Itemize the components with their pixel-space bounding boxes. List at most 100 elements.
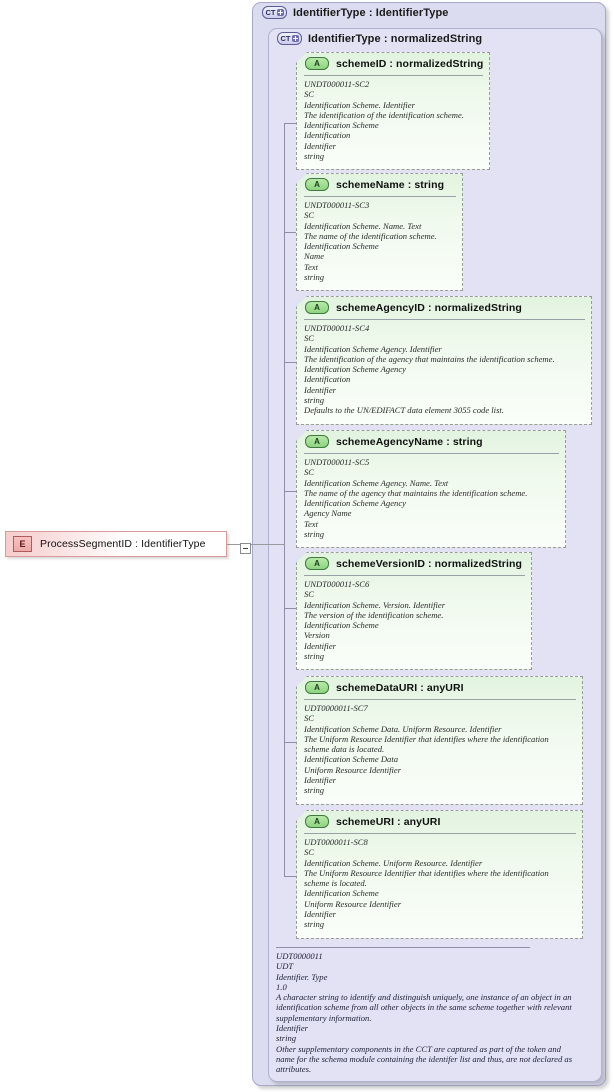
doc-line: Identifier <box>304 909 336 920</box>
attribute-documentation: UNDT000011-SC2 SC Identification Scheme.… <box>297 75 489 165</box>
doc-line: UDT0000011-SC7 <box>304 703 368 713</box>
attribute-name: schemeID : normalizedString <box>336 57 484 70</box>
plus-icon[interactable] <box>291 35 299 42</box>
doc-line: string <box>304 785 325 796</box>
complextype-header-outer[interactable]: CT IdentifierType : IdentifierType <box>262 6 449 19</box>
ct-badge-text: CT <box>265 7 276 17</box>
doc-line: Identification Scheme Agency <box>304 364 406 375</box>
attribute-badge-icon: A <box>305 435 329 448</box>
type-documentation: UDT0000011 UDT Identifier. Type 1.0 A ch… <box>276 951 576 1075</box>
doc-line: Name <box>304 251 325 262</box>
doc-line: string <box>304 651 325 662</box>
attribute-name: schemeURI : anyURI <box>336 815 441 828</box>
divider <box>304 319 585 320</box>
doc-line: Identification Scheme Data. Uniform Reso… <box>304 723 502 734</box>
attribute-box-schemedatauri[interactable]: A schemeDataURI : anyURI UDT0000011-SC7 … <box>296 676 583 805</box>
doc-line: UNDT000011-SC3 <box>304 200 370 210</box>
complextype-outer-label: IdentifierType : IdentifierType <box>293 6 449 19</box>
doc-line: Identification Scheme <box>304 120 379 131</box>
doc-line: Identification <box>304 374 351 385</box>
doc-line: Identification Scheme Agency <box>304 498 406 509</box>
doc-line: A character string to identify and disti… <box>276 992 572 1023</box>
doc-line: Identification Scheme. Uniform Resource.… <box>304 857 483 868</box>
complextype-header-inner[interactable]: CT IdentifierType : normalizedString <box>277 32 482 45</box>
connector-stub <box>284 362 296 363</box>
doc-line: Identification Scheme <box>304 620 379 631</box>
doc-line: Agency Name <box>304 508 352 519</box>
attribute-documentation: UNDT000011-SC5 SC Identification Scheme … <box>297 453 565 543</box>
attribute-documentation: UNDT000011-SC4 SC Identification Scheme … <box>297 319 591 420</box>
attribute-header: A schemeURI : anyURI <box>297 811 582 832</box>
element-box[interactable]: E ProcessSegmentID : IdentifierType <box>5 531 227 557</box>
doc-line: Identifier <box>304 775 336 786</box>
doc-line: UDT <box>276 961 294 972</box>
doc-line: Identification Scheme Agency. Identifier <box>304 343 442 354</box>
doc-line: Text <box>304 261 319 272</box>
attribute-documentation: UNDT000011-SC6 SC Identification Scheme.… <box>297 575 531 665</box>
attribute-box-schemeid[interactable]: A schemeID : normalizedString UNDT000011… <box>296 52 490 170</box>
doc-line: string <box>304 919 325 930</box>
connector-spine <box>284 123 285 608</box>
attribute-name: schemeAgencyName : string <box>336 435 483 448</box>
attribute-badge-icon: A <box>305 815 329 828</box>
connector-line <box>251 544 285 545</box>
doc-line: The Uniform Resource Identifier that ide… <box>304 733 549 755</box>
doc-line: SC <box>304 333 315 344</box>
attribute-header: A schemeID : normalizedString <box>297 53 489 74</box>
connector-stub <box>284 742 296 743</box>
attribute-box-schemeuri[interactable]: A schemeURI : anyURI UDT0000011-SC8 SC I… <box>296 810 583 939</box>
doc-line: Identification Scheme <box>304 241 379 252</box>
doc-line: The name of the identification scheme. <box>304 230 437 241</box>
attribute-box-schemename[interactable]: A schemeName : string UNDT000011-SC3 SC … <box>296 173 463 291</box>
doc-line: Identifier <box>276 1023 308 1034</box>
attribute-name: schemeName : string <box>336 178 445 191</box>
doc-line: UNDT000011-SC2 <box>304 79 370 89</box>
attribute-header: A schemeDataURI : anyURI <box>297 677 582 698</box>
connector-stub <box>284 232 296 233</box>
collapse-toggle-icon[interactable] <box>240 543 251 554</box>
doc-line: Identifier <box>304 384 336 395</box>
attribute-badge-icon: A <box>305 681 329 694</box>
attribute-box-schemeagencyid[interactable]: A schemeAgencyID : normalizedString UNDT… <box>296 296 592 425</box>
divider <box>304 575 525 576</box>
attribute-badge-icon: A <box>305 178 329 191</box>
element-badge-icon: E <box>13 536 32 552</box>
doc-line: Identifier <box>304 140 336 151</box>
connector-spine-lower <box>284 608 285 876</box>
connector-line <box>227 544 240 545</box>
doc-line: The version of the identification scheme… <box>304 609 444 620</box>
doc-line: 1.0 <box>276 981 287 992</box>
attribute-box-schemeagencyname[interactable]: A schemeAgencyName : string UNDT000011-S… <box>296 430 566 548</box>
connector-stub <box>284 123 296 124</box>
doc-line: Identification Scheme Data <box>304 754 399 765</box>
element-node[interactable]: E ProcessSegmentID : IdentifierType <box>5 531 227 557</box>
ct-badge-text: CT <box>280 33 291 43</box>
doc-line: The name of the agency that maintains th… <box>304 487 528 498</box>
plus-icon[interactable] <box>276 9 284 16</box>
doc-line: Uniform Resource Identifier <box>304 764 402 775</box>
complextype-badge-icon[interactable]: CT <box>262 6 287 19</box>
attribute-header: A schemeAgencyID : normalizedString <box>297 297 591 318</box>
doc-line: UDT0000011 <box>276 951 323 961</box>
doc-line: string <box>304 151 325 162</box>
doc-line: SC <box>304 210 315 221</box>
doc-line: Identifier. Type <box>276 971 328 982</box>
doc-line: Text <box>304 518 319 529</box>
connector-stub <box>284 491 296 492</box>
doc-line: SC <box>304 89 315 100</box>
element-label: ProcessSegmentID : IdentifierType <box>40 538 206 550</box>
complextype-badge-icon[interactable]: CT <box>277 32 302 45</box>
doc-line: Version <box>304 630 330 641</box>
divider <box>304 196 456 197</box>
attribute-header: A schemeName : string <box>297 174 462 195</box>
attribute-header: A schemeAgencyName : string <box>297 431 565 452</box>
doc-line: Uniform Resource Identifier <box>304 898 402 909</box>
doc-line: Identification Scheme <box>304 888 379 899</box>
doc-line: Identification Scheme Agency. Name. Text <box>304 477 449 488</box>
attribute-badge-icon: A <box>305 301 329 314</box>
doc-line: Other supplementary components in the CC… <box>276 1043 573 1075</box>
attribute-box-schemeversionid[interactable]: A schemeVersionID : normalizedString UND… <box>296 552 532 670</box>
attribute-documentation: UNDT000011-SC3 SC Identification Scheme.… <box>297 196 462 286</box>
doc-line: Defaults to the UN/EDIFACT data element … <box>304 405 504 416</box>
